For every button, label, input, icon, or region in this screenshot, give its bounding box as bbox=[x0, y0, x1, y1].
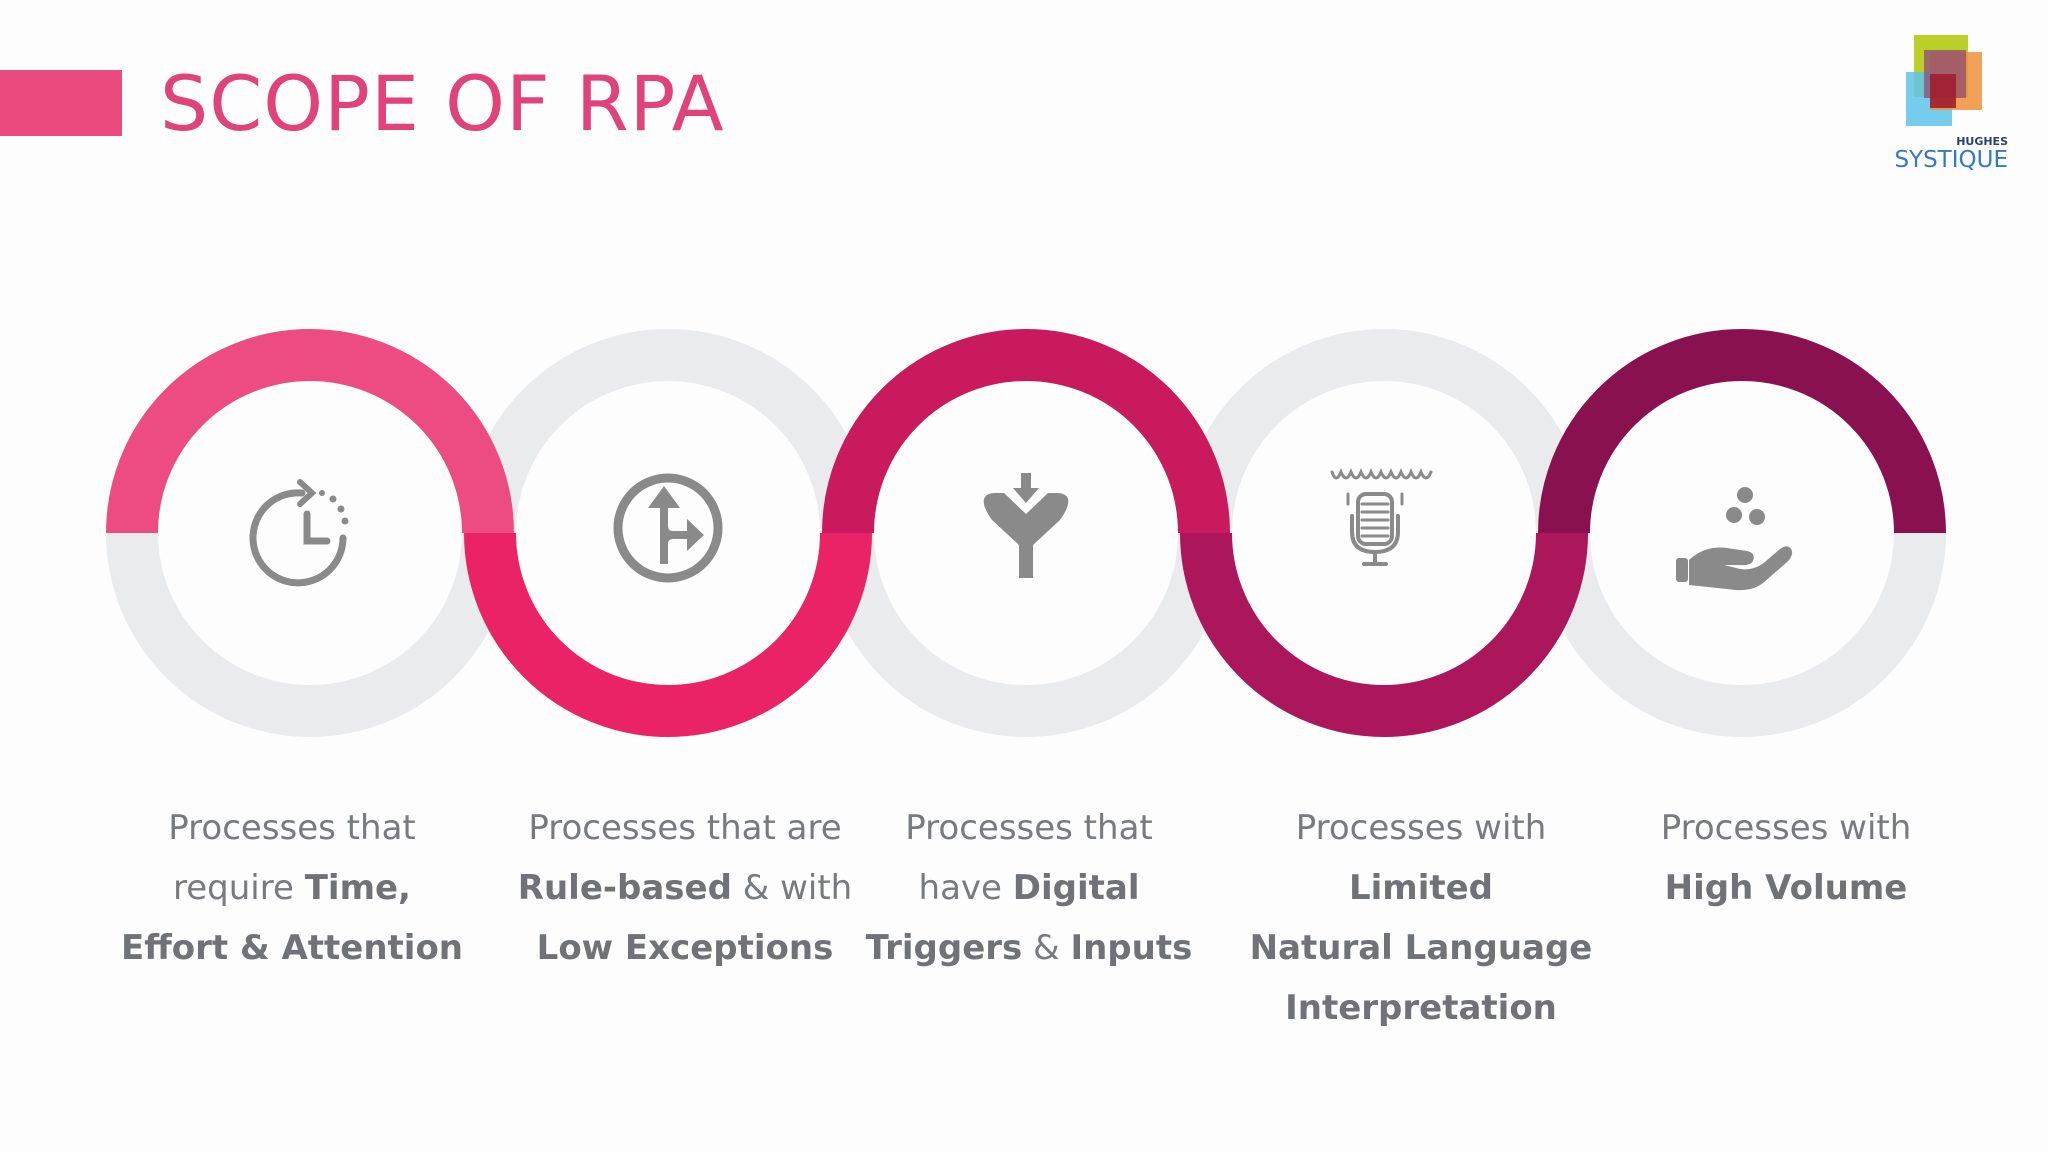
arc-3-top bbox=[822, 329, 1230, 534]
company-logo: HUGHES SYSTIQUE bbox=[1894, 35, 2008, 173]
caption-text: Triggers bbox=[865, 928, 1023, 968]
caption-text: & with bbox=[731, 868, 853, 908]
caption-text: Processes that bbox=[168, 808, 416, 848]
caption-text: Digital bbox=[1012, 868, 1140, 908]
caption-time-effort: Processes that require Time, Effort & Atte… bbox=[92, 798, 492, 978]
wave-arcs bbox=[106, 329, 1946, 737]
route-sign-icon bbox=[613, 473, 723, 583]
caption-text: Rule-based bbox=[517, 868, 732, 908]
caption-text: Processes with bbox=[1660, 808, 1912, 848]
caption-text: Low Exceptions bbox=[536, 928, 834, 968]
caption-text: & bbox=[1022, 928, 1071, 968]
caption-text: require bbox=[173, 868, 305, 908]
caption-text: have bbox=[918, 868, 1013, 908]
hand-coins-icon bbox=[1676, 487, 1793, 591]
caption-text: Effort & Attention bbox=[120, 928, 464, 968]
title-accent-bar bbox=[0, 70, 122, 136]
microphone-icon bbox=[1330, 468, 1433, 566]
caption-text: Interpretation bbox=[1285, 988, 1557, 1028]
arc-2-bottom bbox=[464, 532, 872, 737]
caption-text: Inputs bbox=[1070, 928, 1193, 968]
slide-title: SCOPE OF RPA bbox=[160, 59, 725, 148]
arc-4-bottom bbox=[1180, 532, 1588, 737]
clock-icon bbox=[249, 479, 349, 587]
arc-5-top bbox=[1538, 329, 1946, 534]
caption-text: Natural Language bbox=[1249, 928, 1593, 968]
caption-text: Processes that bbox=[905, 808, 1153, 848]
logo-brand-top: HUGHES bbox=[1956, 135, 2008, 148]
caption-text: High Volume bbox=[1664, 868, 1908, 908]
arc-1-top bbox=[106, 329, 514, 534]
caption-text: Time, bbox=[304, 868, 411, 908]
logo-brand-bottom: SYSTIQUE bbox=[1894, 147, 2008, 173]
caption-text: Limited bbox=[1348, 868, 1494, 908]
caption-text: Processes that are bbox=[528, 808, 842, 848]
caption-text: Processes with bbox=[1295, 808, 1547, 848]
funnel-icon bbox=[983, 473, 1069, 578]
